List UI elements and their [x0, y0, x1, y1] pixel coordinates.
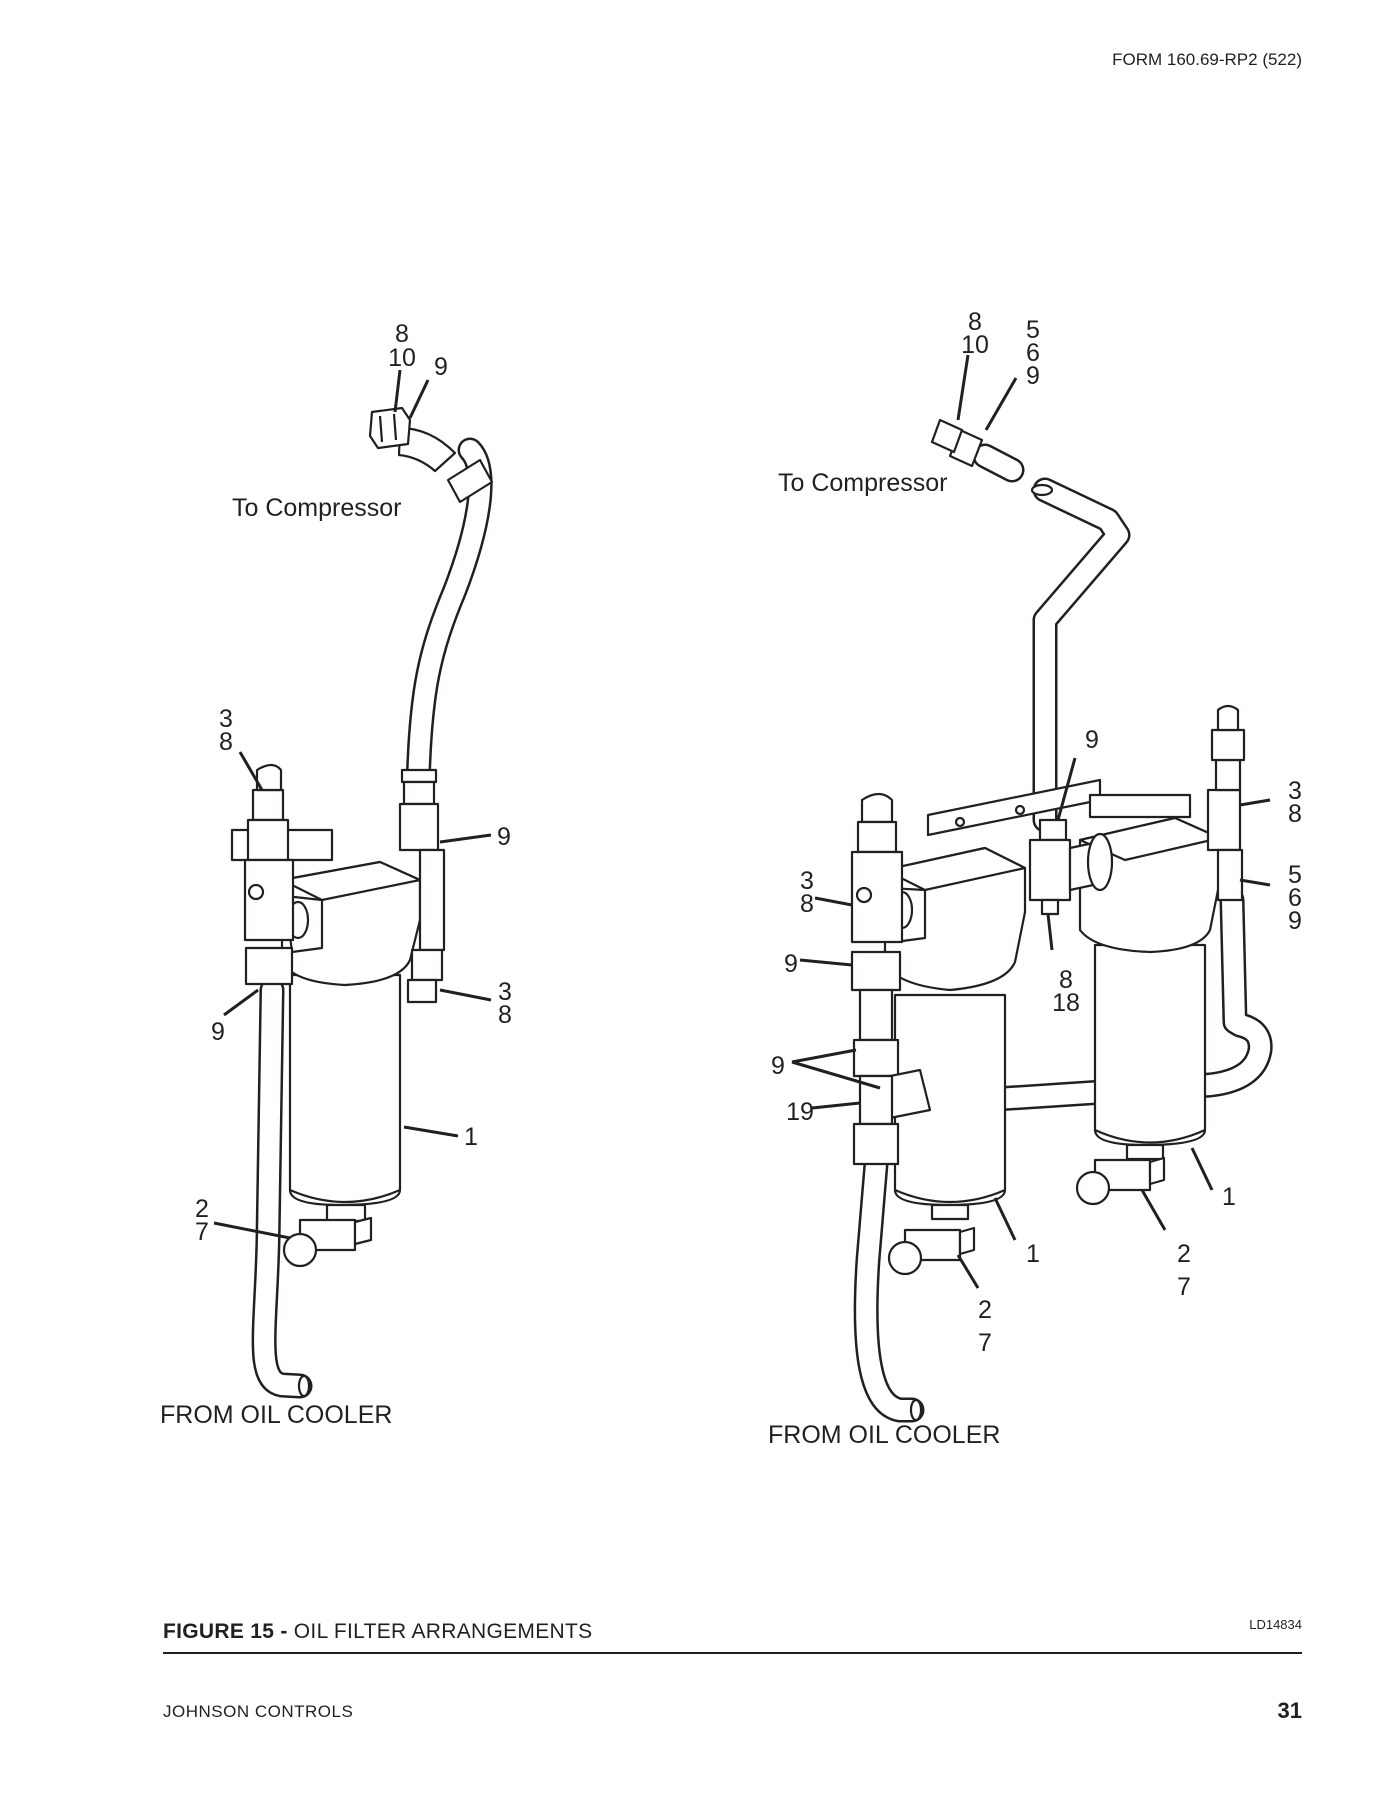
right-callout-drain1-a: 2	[978, 1296, 992, 1324]
right-callout-top-b: 10	[961, 331, 989, 359]
right-callout-rt2-a: 5	[1288, 861, 1302, 889]
figure-title: OIL FILTER ARRANGEMENTS	[293, 1620, 593, 1643]
right-callout-rt2-b: 6	[1288, 884, 1302, 912]
left-callout-right-9: 9	[497, 823, 511, 851]
right-callout-top-c: 5	[1026, 316, 1040, 344]
single-filter-assembly	[213, 369, 494, 1399]
left-callout-valve-b: 8	[219, 728, 233, 756]
footer-company: JOHNSON CONTROLS	[163, 1702, 354, 1721]
left-callout-right-38-a: 3	[498, 978, 512, 1006]
right-callout-mid-8b: 18	[1052, 989, 1080, 1017]
left-callout-top-a: 8	[395, 320, 409, 348]
left-callout-top-b: 10	[388, 344, 416, 372]
left-callout-valve-a: 3	[219, 705, 233, 733]
right-callout-left-19: 19	[786, 1098, 814, 1126]
right-callout-mid-8a: 8	[1059, 966, 1073, 994]
right-to-compressor-label: To Compressor	[778, 469, 948, 497]
dual-filter-assembly	[791, 354, 1273, 1423]
caption-rule	[163, 1652, 1302, 1654]
left-callout-right-38-b: 8	[498, 1001, 512, 1029]
left-callout-1: 1	[464, 1123, 478, 1151]
left-callout-top-c: 9	[434, 353, 448, 381]
left-callout-left-9: 9	[211, 1018, 225, 1046]
left-to-compressor-label: To Compressor	[232, 494, 402, 522]
right-callout-lt-a: 3	[800, 867, 814, 895]
right-callout-lt-b: 8	[800, 890, 814, 918]
right-callout-rt2-c: 9	[1288, 907, 1302, 935]
left-callout-drain-b: 7	[195, 1218, 209, 1246]
right-callout-1a: 1	[1222, 1183, 1236, 1211]
left-callout-drain-a: 2	[195, 1195, 209, 1223]
right-callout-left-9b: 9	[771, 1052, 785, 1080]
figure-number: FIGURE 15 -	[163, 1620, 288, 1643]
drawing-code: LD14834	[1249, 1617, 1302, 1632]
right-callout-rt-a: 3	[1288, 777, 1302, 805]
right-callout-mid-9: 9	[1085, 726, 1099, 754]
right-callout-top-e: 9	[1026, 362, 1040, 390]
right-callout-1b: 1	[1026, 1240, 1040, 1268]
right-callout-drain2-b: 7	[1177, 1273, 1191, 1301]
left-from-oil-cooler-label: FROM OIL COOLER	[160, 1401, 392, 1429]
right-callout-drain2-a: 2	[1177, 1240, 1191, 1268]
form-number: FORM 160.69-RP2 (522)	[1112, 50, 1302, 69]
right-callout-top-a: 8	[968, 308, 982, 336]
right-callout-top-d: 6	[1026, 339, 1040, 367]
right-callout-drain1-b: 7	[978, 1329, 992, 1357]
page-number: 31	[1277, 1698, 1302, 1723]
right-from-oil-cooler-label: FROM OIL COOLER	[768, 1421, 1000, 1449]
oil-filter-figure: To Compressor FROM OIL COOLER 8 10 9 3 8…	[160, 308, 1302, 1449]
figure-caption: FIGURE 15 - OIL FILTER ARRANGEMENTS	[163, 1620, 592, 1644]
right-callout-left-9a: 9	[784, 950, 798, 978]
right-callout-rt-b: 8	[1288, 800, 1302, 828]
